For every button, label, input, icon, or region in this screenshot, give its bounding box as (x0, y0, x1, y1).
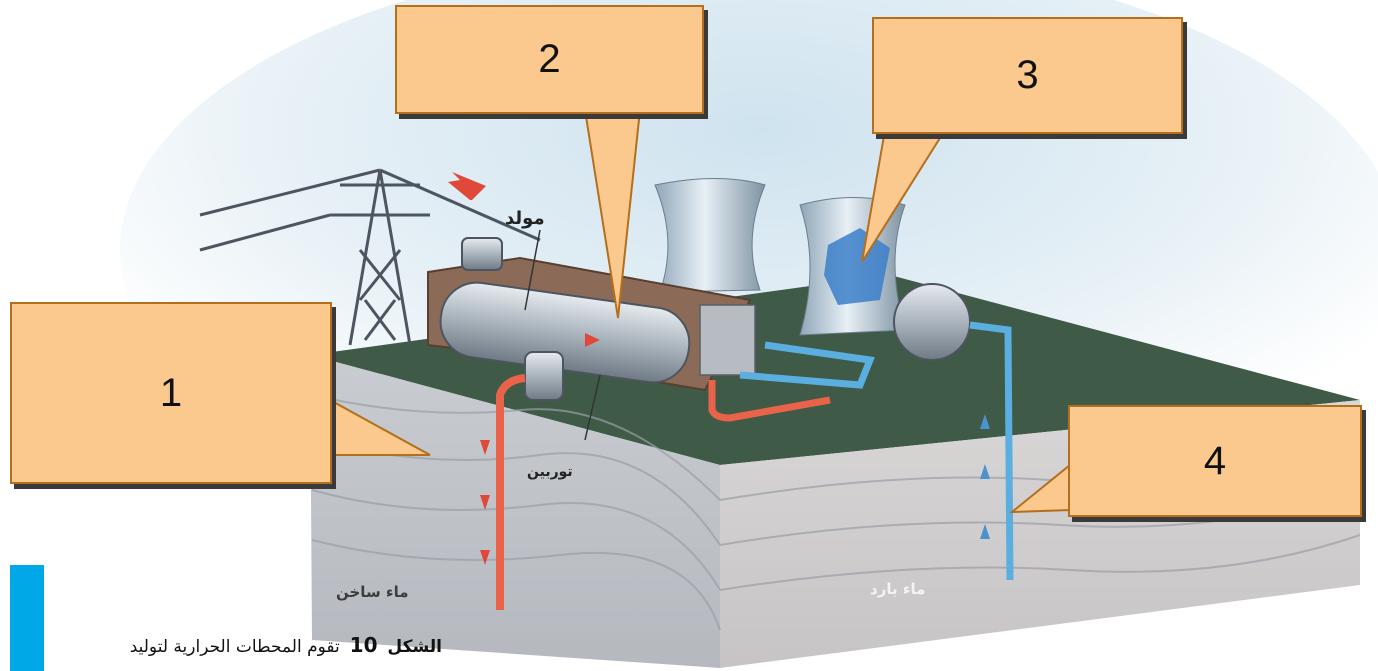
flow-arrows-cold (980, 414, 990, 539)
power-pylon (199, 168, 541, 346)
caption-text: تقوم المحطات الحرارية لتوليد (129, 637, 340, 657)
leader-lines (524, 229, 601, 441)
caption-prefix: الشكل (387, 637, 442, 657)
turbine-label: توربين (527, 464, 573, 480)
cold-water-label: ماء بارد (870, 580, 926, 598)
callout-1: 1 (10, 302, 332, 484)
output-arrow (448, 172, 486, 200)
hot-water-label: ماء ساخن (336, 583, 409, 601)
callout-4: 4 (1068, 405, 1362, 517)
generator-label: مولد (505, 208, 545, 229)
ground-front-face (310, 355, 720, 668)
cold-water-loop (739, 341, 875, 389)
tower-cutaway-water (824, 228, 890, 305)
cooling-tower-left (654, 178, 766, 293)
exciter-unit (461, 237, 503, 271)
hot-water-pipe (496, 374, 526, 610)
caption-number: 10 (349, 633, 378, 657)
figure-caption: الشكل 10 تقوم المحطات الحرارية لتوليد (130, 633, 442, 657)
callout-3: 3 (872, 17, 1183, 134)
flow-arrows-hot (480, 333, 600, 565)
cold-water-pipe (969, 321, 1014, 581)
pump-unit (893, 283, 971, 361)
accent-side-bar (10, 565, 44, 671)
steam-return-pipe (708, 380, 831, 422)
control-cabinet (699, 304, 756, 376)
callout-2: 2 (395, 5, 704, 114)
turbine-inlet-valve (524, 351, 564, 401)
